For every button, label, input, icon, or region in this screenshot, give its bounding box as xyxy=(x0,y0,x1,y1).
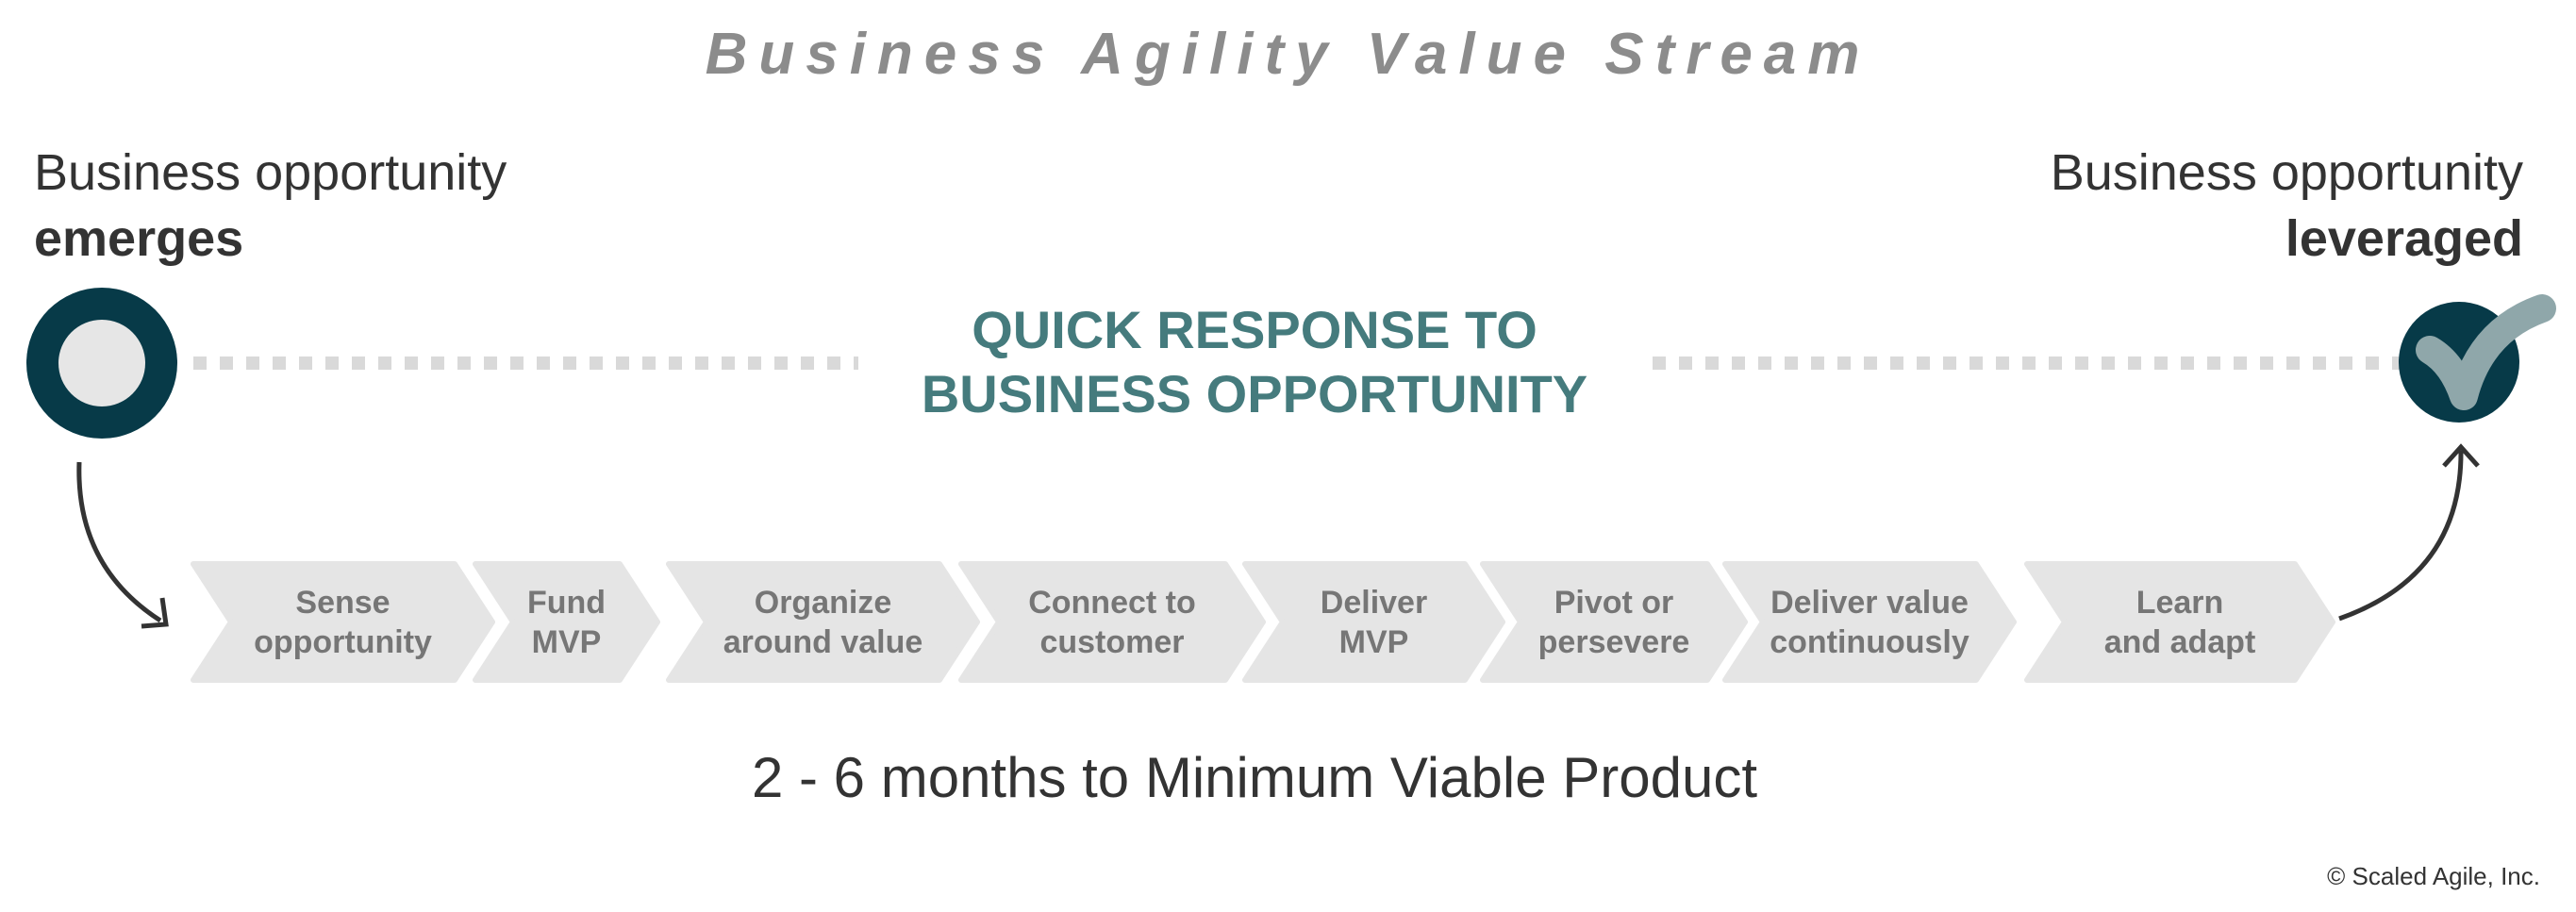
step-label-line1: Deliver value xyxy=(1770,585,1969,621)
end-label: Business opportunity xyxy=(2050,144,2523,201)
step-label-line1: Fund xyxy=(526,585,607,621)
copyright: © Scaled Agile, Inc. xyxy=(2327,862,2540,890)
start-label: Business opportunity xyxy=(34,144,507,201)
step-chevron xyxy=(666,561,980,683)
step-label-line1: Sense xyxy=(295,585,391,621)
end-label-emphasis: leveraged xyxy=(2285,210,2523,267)
center-heading-line2: BUSINESS OPPORTUNITY xyxy=(921,364,1588,423)
step-label-line2: MVP xyxy=(531,624,602,660)
step-chevron xyxy=(2024,561,2335,683)
step-chevron xyxy=(1480,561,1748,683)
page-title: Business Agility Value Stream xyxy=(705,22,1871,87)
step-label-line1: Learn xyxy=(2136,585,2224,621)
timeframe-caption: 2 - 6 months to Minimum Viable Product xyxy=(751,746,1758,809)
step-chevron xyxy=(1722,561,2017,683)
step-chevron xyxy=(958,561,1266,683)
center-heading: QUICK RESPONSE TO BUSINESS OPPORTUNITY xyxy=(830,298,1679,426)
checkmark-circle-icon xyxy=(2399,294,2556,423)
step-chevrons xyxy=(191,561,2335,683)
center-heading-line1: QUICK RESPONSE TO xyxy=(972,300,1537,359)
step-label-line1: Organize xyxy=(754,585,892,621)
step-label-line2: opportunity xyxy=(254,624,432,660)
step-label-line2: persevere xyxy=(1537,624,1690,660)
start-label-emphasis: emerges xyxy=(34,210,244,267)
arrow-start-to-steps xyxy=(76,461,169,629)
step-label-line1: Pivot or xyxy=(1554,585,1674,621)
step-label-line1: Connect to xyxy=(1028,585,1196,621)
step-chevron xyxy=(1242,561,1505,683)
arrow-steps-to-end xyxy=(2338,443,2480,622)
step-chevron xyxy=(473,561,660,683)
step-label-line2: MVP xyxy=(1338,624,1409,660)
step-label-line2: continuously xyxy=(1770,624,1969,660)
step-label-line2: and adapt xyxy=(2103,624,2256,660)
step-label-line2: customer xyxy=(1039,624,1185,660)
circle-ring-icon xyxy=(26,288,177,439)
step-label-line2: around value xyxy=(723,624,923,660)
step-label-line1: Deliver xyxy=(1320,585,1428,621)
step-chevron xyxy=(191,561,495,683)
